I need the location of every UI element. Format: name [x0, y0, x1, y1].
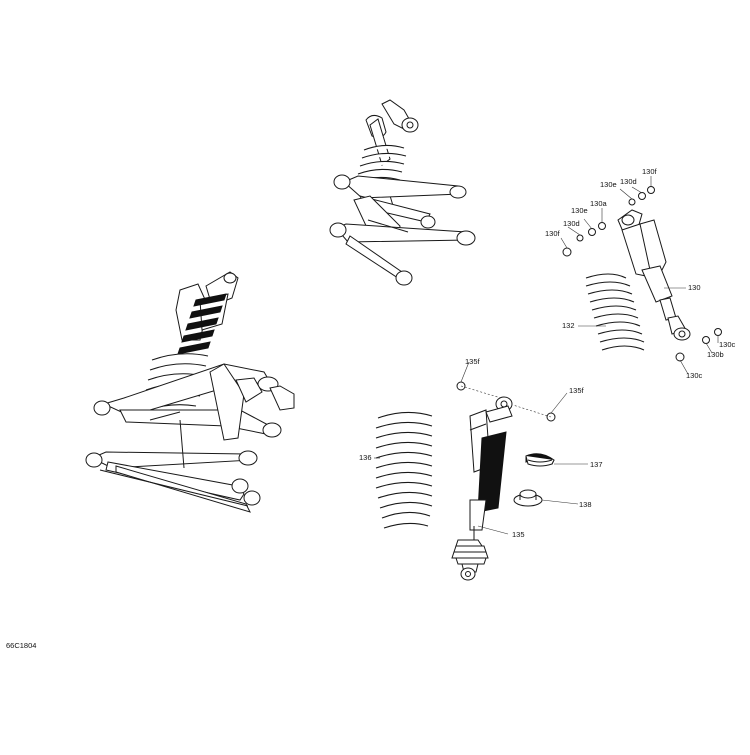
callout-130d-top: 130d [620, 177, 637, 186]
callout-138: 138 [579, 500, 592, 509]
callout-135: 135 [512, 530, 525, 539]
callout-130f-left: 130f [545, 229, 561, 238]
shock-130-group [562, 186, 722, 362]
callout-132: 132 [562, 321, 575, 330]
callout-130f-top: 130f [642, 167, 658, 176]
figure-code: 66C1804 [6, 641, 36, 650]
callout-130b: 130b [707, 350, 724, 359]
callout-130c-bottom: 130c [686, 371, 703, 380]
spring-132 [585, 273, 645, 351]
callout-130c-right: 130c [719, 340, 736, 349]
callout-130: 130 [688, 283, 701, 292]
callout-130e-top: 130e [600, 180, 617, 189]
callout-135f-right: 135f [569, 386, 585, 395]
leader-lines [374, 176, 719, 535]
callout-137: 137 [590, 460, 603, 469]
callout-136: 136 [359, 453, 372, 462]
part-137 [525, 453, 555, 467]
callout-130a: 130a [590, 199, 608, 208]
shock-135-group [451, 381, 556, 581]
left-suspension-assembly [85, 271, 295, 513]
callout-130e-mid: 130e [571, 206, 588, 215]
spring-136 [375, 411, 433, 529]
callout-135f-left: 135f [465, 357, 481, 366]
top-suspension-assembly [329, 99, 476, 286]
part-138 [513, 489, 543, 507]
callout-labels: 130f 130d 130e 130a 130e 130d 130f 130 1… [6, 167, 736, 650]
callout-130d-mid: 130d [563, 219, 580, 228]
